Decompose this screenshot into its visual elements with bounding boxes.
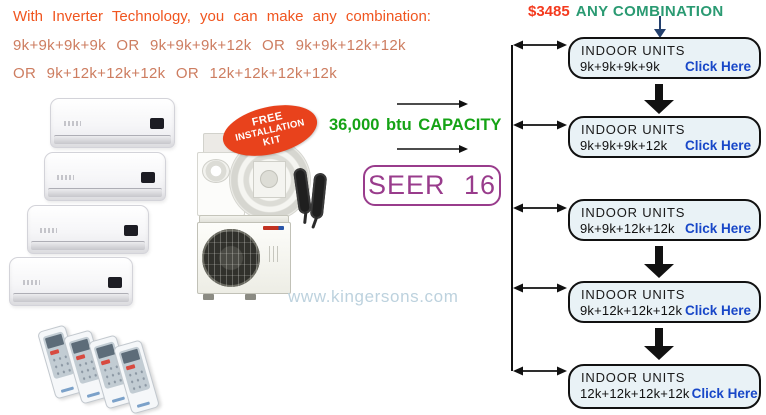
flow-box-title: INDOOR UNITS bbox=[581, 122, 686, 137]
flow-box-title: INDOOR UNITS bbox=[581, 370, 686, 385]
outdoor-unit-foot bbox=[203, 294, 214, 300]
down-arrow-1 bbox=[644, 84, 674, 114]
remote-brand-mark bbox=[111, 396, 126, 403]
connector-arrow-4 bbox=[513, 283, 567, 293]
click-here-link-2[interactable]: Click Here bbox=[684, 138, 751, 153]
remote-screen bbox=[120, 348, 141, 364]
connector-arrow-5 bbox=[513, 366, 567, 376]
flow-box-title: INDOOR UNITS bbox=[581, 287, 686, 302]
indoor-unit-image-3 bbox=[27, 205, 149, 254]
flow-box-2[interactable]: INDOOR UNITS 9k+9k+9k+12k Click Here bbox=[568, 116, 761, 158]
flow-box-title: INDOOR UNITS bbox=[581, 205, 686, 220]
capacity-arrow-bottom bbox=[397, 145, 468, 153]
indoor-unit-logo bbox=[22, 279, 40, 285]
flow-box-title: INDOOR UNITS bbox=[581, 43, 686, 58]
flow-box-1[interactable]: INDOOR UNITS 9k+9k+9k+9k Click Here bbox=[568, 37, 761, 79]
remote-screen bbox=[70, 338, 91, 354]
kit-cable-2 bbox=[309, 172, 328, 220]
capacity-arrow-top bbox=[397, 100, 468, 108]
remote-screen bbox=[95, 343, 116, 359]
indoor-unit-display bbox=[107, 276, 122, 288]
remote-screen bbox=[44, 333, 65, 349]
connector-arrow-3 bbox=[513, 203, 567, 213]
flow-box-combo: 12k+12k+12k+12k bbox=[580, 386, 690, 401]
flow-box-4[interactable]: INDOOR UNITS 9k+12k+12k+12k Click Here bbox=[568, 281, 761, 323]
click-here-link-5[interactable]: Click Here bbox=[691, 386, 758, 401]
outdoor-unit-foot bbox=[245, 294, 256, 300]
seer-rating-badge: SEER 16 bbox=[363, 165, 501, 206]
indoor-unit-display bbox=[124, 224, 139, 236]
remote-brand-mark bbox=[60, 386, 75, 393]
combo-options-line-1: 9k+9k+9k+9k OR 9k+9k+9k+12k OR 9k+9k+12k… bbox=[13, 36, 406, 54]
outdoor-unit-image bbox=[197, 215, 291, 300]
flow-box-combo: 9k+9k+9k+9k bbox=[580, 59, 660, 74]
flow-box-combo: 9k+9k+9k+12k bbox=[580, 138, 668, 153]
flow-box-combo: 9k+9k+12k+12k bbox=[580, 221, 675, 236]
intro-headline: With Inverter Technology, you can make a… bbox=[13, 8, 431, 25]
down-arrow-2 bbox=[644, 246, 674, 278]
indoor-unit-image-1 bbox=[50, 98, 175, 148]
indoor-unit-display bbox=[149, 118, 164, 129]
click-here-link-1[interactable]: Click Here bbox=[684, 59, 751, 74]
indoor-unit-image-4 bbox=[9, 257, 133, 306]
remote-brand-mark bbox=[136, 401, 151, 408]
combo-options-line-2: OR 9k+12k+12k+12k OR 12k+12k+12k+12k bbox=[13, 65, 337, 82]
offer-banner: $3485 ANY COMBINATION bbox=[528, 3, 724, 20]
free-installation-kit-badge: FREE INSTALLATION KIT bbox=[217, 96, 323, 165]
flow-box-3[interactable]: INDOOR UNITS 9k+9k+12k+12k Click Here bbox=[568, 199, 761, 241]
connector-arrow-2 bbox=[513, 120, 567, 130]
outdoor-unit-brand-logo bbox=[263, 226, 284, 230]
indoor-unit-display bbox=[141, 171, 156, 183]
remote-brand-mark bbox=[86, 391, 101, 398]
indoor-unit-logo bbox=[57, 174, 75, 180]
watermark-url: www.kingersons.com bbox=[288, 287, 459, 306]
intro-text: With Inverter Technology, you can make a… bbox=[13, 3, 533, 89]
flow-box-5[interactable]: INDOOR UNITS 12k+12k+12k+12k Click Here bbox=[568, 364, 761, 409]
indoor-unit-image-2 bbox=[44, 152, 166, 201]
indoor-unit-logo bbox=[40, 227, 58, 233]
indoor-unit-vent bbox=[53, 135, 172, 144]
kit-center-box bbox=[253, 161, 286, 198]
remote-buttons bbox=[126, 367, 149, 392]
indoor-unit-vent bbox=[12, 293, 130, 302]
down-arrow-3 bbox=[644, 328, 674, 360]
click-here-link-3[interactable]: Click Here bbox=[684, 221, 751, 236]
indoor-unit-vent bbox=[30, 241, 146, 250]
capacity-label: 36,000 btu CAPACITY bbox=[329, 116, 502, 134]
indoor-unit-logo bbox=[63, 121, 81, 126]
any-combination-label: ANY COMBINATION bbox=[575, 3, 724, 20]
price-label: $3485 bbox=[528, 3, 570, 20]
click-here-link-4[interactable]: Click Here bbox=[684, 303, 751, 318]
outdoor-unit-fan-grille bbox=[202, 229, 260, 287]
outdoor-unit-side-vents bbox=[269, 246, 279, 262]
flow-box-combo: 9k+12k+12k+12k bbox=[580, 303, 683, 318]
indoor-unit-vent bbox=[47, 188, 163, 197]
